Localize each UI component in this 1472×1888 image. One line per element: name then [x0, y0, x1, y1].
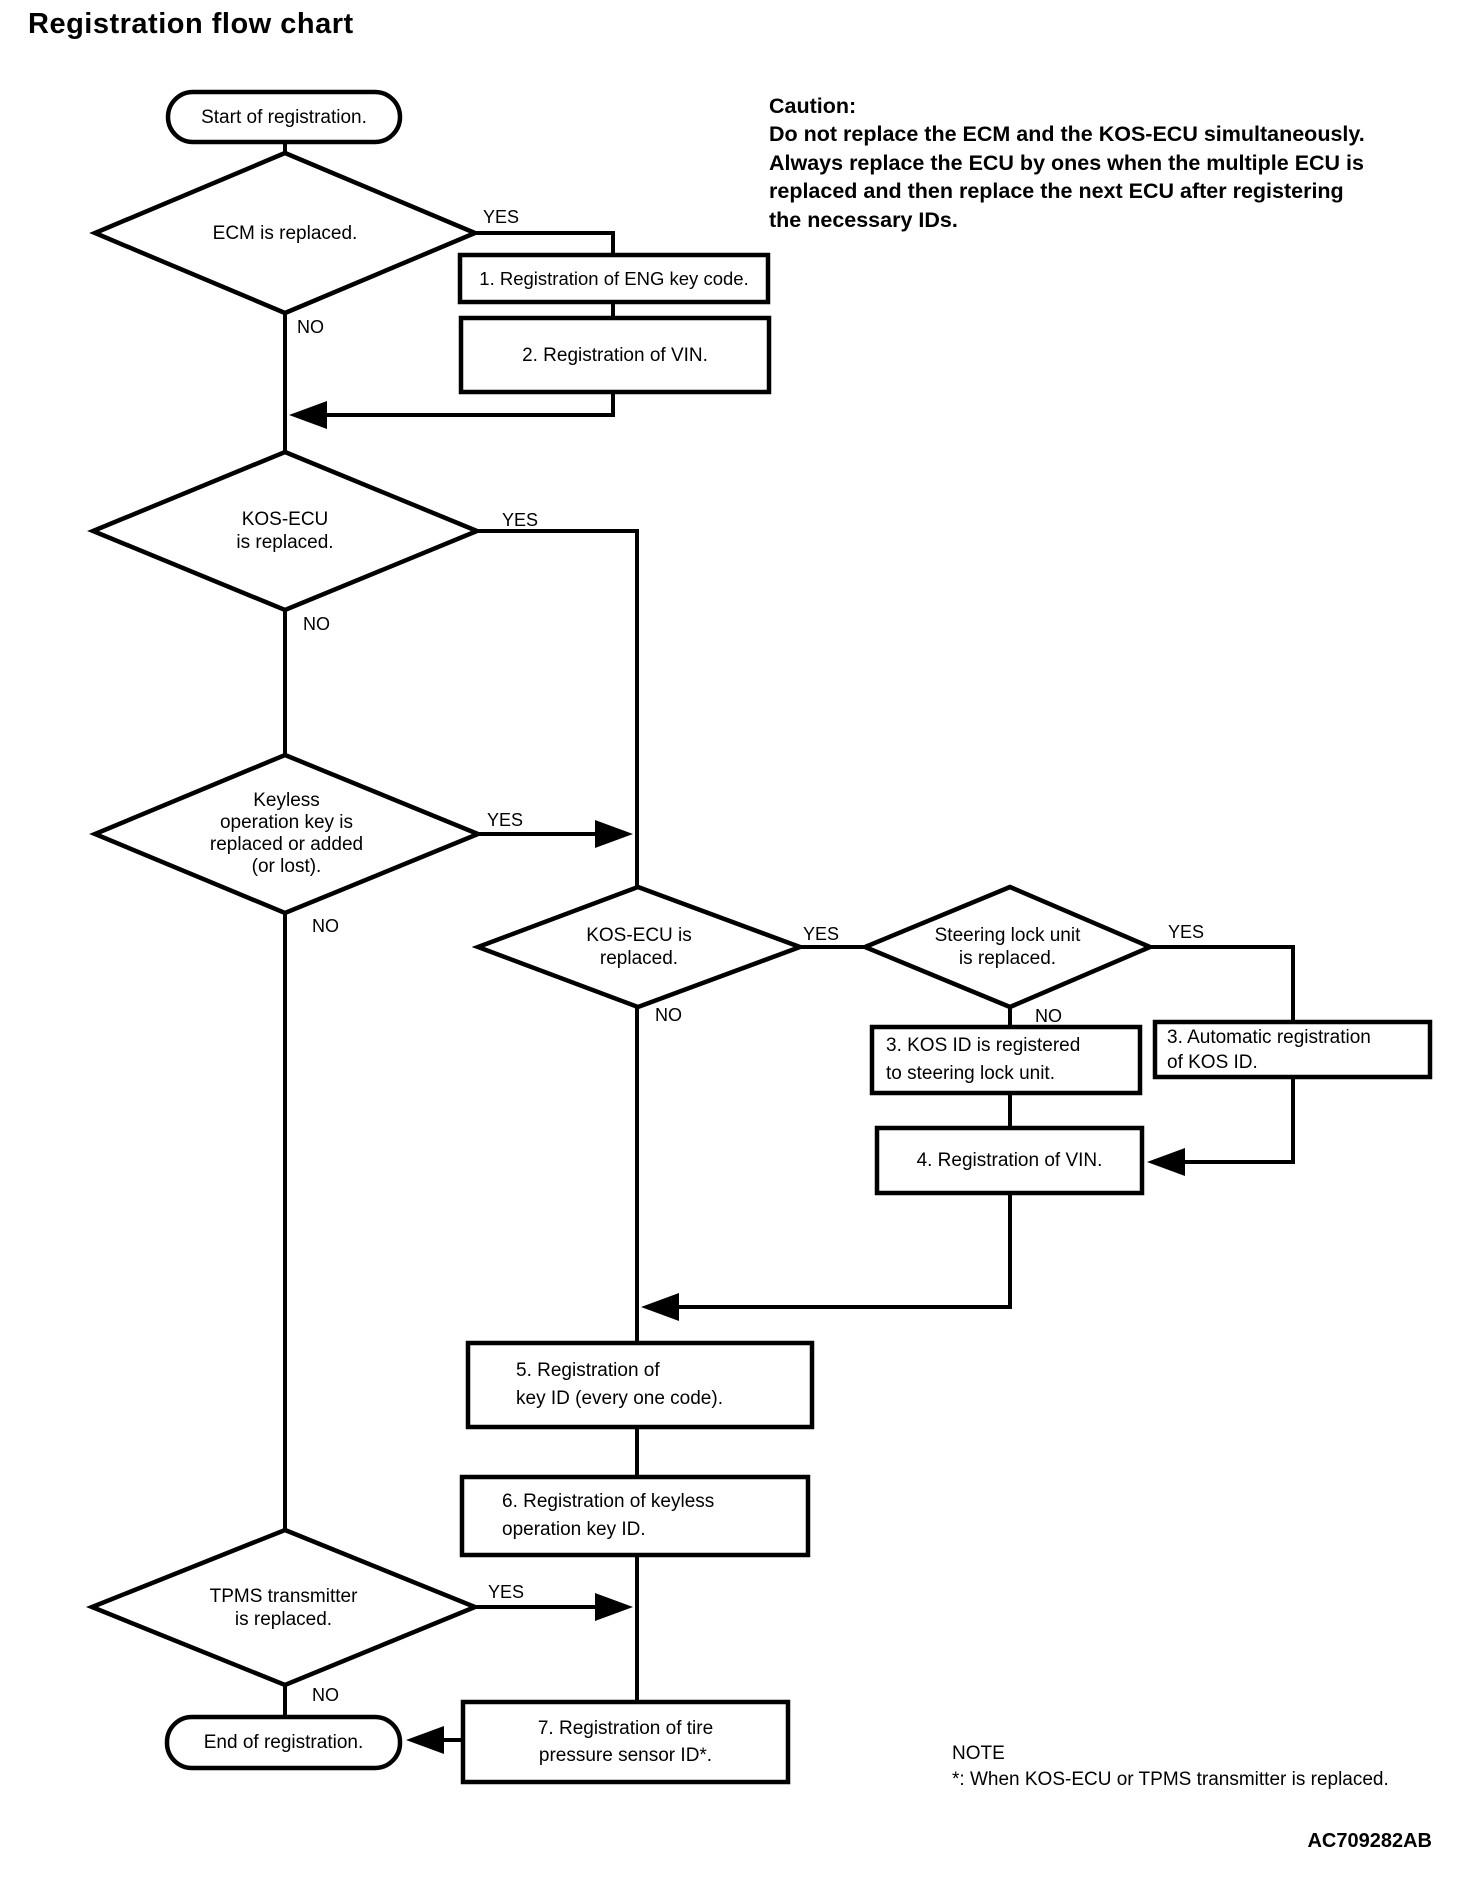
- decision-kos-ecu: KOS-ECU is replaced.: [93, 452, 477, 610]
- caution-line: the necessary IDs.: [769, 207, 958, 232]
- process-step-3-yes: 3. Automatic registration of KOS ID.: [1155, 1022, 1430, 1077]
- decision-label: is replaced.: [234, 1608, 333, 1630]
- start-terminal: Start of registration.: [168, 92, 400, 142]
- branch-label-yes: YES: [1168, 922, 1205, 942]
- decision-keyless-key: Keyless operation key is replaced or add…: [95, 755, 478, 913]
- process-step-1: 1. Registration of ENG key code.: [460, 255, 768, 302]
- connector-step2-merge: [322, 392, 615, 417]
- process-step-4: 4. Registration of VIN.: [877, 1128, 1142, 1193]
- end-terminal-shape: [164, 1714, 403, 1771]
- process-label: 6. Registration of keyless: [502, 1491, 715, 1512]
- arrowhead-left-icon: [1147, 1148, 1185, 1176]
- process-label: 3. Automatic registration: [1167, 1026, 1371, 1048]
- process-label: key ID (every one code).: [516, 1388, 723, 1409]
- process-step5-shape: [465, 1340, 815, 1430]
- arrowhead-right-icon: [595, 1593, 633, 1621]
- decision-tpms-shape: [85, 1527, 481, 1688]
- caution-block: Caution: Do not replace the ECM and the …: [769, 92, 1469, 234]
- process-label: 7. Registration of tire: [537, 1718, 714, 1739]
- decision-steering-shape: [859, 884, 1156, 1010]
- process-step1-shape: [457, 252, 771, 305]
- node-shapes: [85, 89, 1433, 1785]
- branch-label-yes: YES: [483, 207, 520, 227]
- decision-label: replaced or added: [209, 834, 364, 855]
- process-step-2: 2. Registration of VIN.: [461, 318, 769, 392]
- decision-steering-lock: Steering lock unit is replaced.: [865, 887, 1150, 1007]
- process-label: 2. Registration of VIN.: [522, 344, 708, 366]
- process-step-5: 5. Registration of key ID (every one cod…: [468, 1343, 812, 1427]
- process-step4-shape: [874, 1125, 1145, 1196]
- branch-label-no: NO: [312, 1685, 339, 1705]
- decision-label: replaced.: [599, 948, 679, 969]
- branch-label-no: NO: [655, 1005, 682, 1025]
- arrowhead-left-icon: [289, 401, 327, 429]
- note-block: NOTE *: When KOS-ECU or TPMS transmitter…: [952, 1741, 1389, 1793]
- start-terminal-shape: [165, 89, 403, 145]
- process-label: 5. Registration of: [516, 1360, 660, 1381]
- process-step-7: 7. Registration of tire pressure sensor …: [463, 1702, 788, 1782]
- arrowhead-left-icon: [406, 1726, 444, 1754]
- decision-label: Keyless: [253, 790, 320, 811]
- decision-label: Steering lock unit: [934, 925, 1081, 946]
- connector-step4-merge: [678, 1193, 1012, 1309]
- caution-line: replaced and then replace the next ECU a…: [769, 179, 1344, 204]
- decision-tpms: TPMS transmitter is replaced.: [92, 1530, 475, 1685]
- connector-kos-yes: [477, 529, 639, 887]
- process-label: operation key ID.: [502, 1519, 646, 1540]
- page-title: Registration flow chart: [28, 8, 354, 40]
- caution-heading: Caution:: [769, 94, 857, 118]
- process-label: 1. Registration of ENG key code.: [479, 268, 749, 289]
- decision-label: ECM is replaced.: [212, 222, 358, 244]
- decision-label: KOS-ECU is: [586, 925, 692, 946]
- decision-label: operation key is: [219, 812, 354, 833]
- decision-label: is replaced.: [958, 948, 1057, 969]
- process-step2-shape: [458, 315, 772, 395]
- decision-kos2-shape: [471, 884, 807, 1010]
- decision-ecm: ECM is replaced.: [95, 153, 475, 313]
- branch-label-yes: YES: [488, 1582, 525, 1602]
- process-step6-shape: [459, 1474, 811, 1558]
- caution-line: Do not replace the ECM and the KOS-ECU s…: [769, 122, 1365, 147]
- decision-label: TPMS transmitter: [209, 1585, 358, 1607]
- process-step-3-no: 3. KOS ID is registered to steering lock…: [872, 1027, 1140, 1093]
- arrowhead-right-icon: [595, 820, 633, 848]
- arrowhead-left-icon: [641, 1293, 679, 1321]
- decision-ecm-shape: [89, 150, 481, 316]
- arrowheads: [289, 401, 1185, 1754]
- process-label: pressure sensor ID*.: [538, 1745, 713, 1766]
- decision-kos-ecu-2: KOS-ECU is replaced.: [478, 887, 800, 1007]
- process-step7-shape: [460, 1699, 791, 1785]
- decision-label: is replaced.: [236, 532, 334, 553]
- branch-label-yes: YES: [502, 510, 539, 530]
- decision-kos-shape: [87, 449, 483, 613]
- note-line: *: When KOS-ECU or TPMS transmitter is r…: [952, 1769, 1389, 1790]
- branch-label-no: NO: [1035, 1006, 1062, 1026]
- process-step-6: 6. Registration of keyless operation key…: [462, 1477, 808, 1555]
- process-label: of KOS ID.: [1167, 1051, 1258, 1073]
- end-terminal: End of registration.: [167, 1717, 400, 1768]
- connector-ecm-yes: [475, 231, 615, 255]
- end-terminal-label: End of registration.: [203, 1732, 364, 1753]
- branch-label-no: NO: [297, 317, 324, 337]
- decision-label: KOS-ECU: [241, 509, 329, 530]
- branch-label-no: NO: [312, 916, 339, 936]
- process-label: to steering lock unit.: [886, 1063, 1055, 1084]
- caution-line: Always replace the ECU by ones when the …: [769, 150, 1364, 175]
- decision-label: (or lost).: [251, 856, 322, 877]
- start-terminal-label: Start of registration.: [201, 106, 367, 128]
- note-heading: NOTE: [952, 1743, 1005, 1764]
- process-label: 4. Registration of VIN.: [916, 1150, 1103, 1171]
- process-label: 3. KOS ID is registered: [886, 1035, 1081, 1056]
- process-step3yes-shape: [1152, 1019, 1433, 1080]
- process-step3no-shape: [869, 1024, 1143, 1096]
- branch-label-yes: YES: [487, 810, 524, 830]
- branch-label-no: NO: [303, 614, 330, 634]
- figure-code: AC709282AB: [1307, 1830, 1432, 1852]
- decision-keyless-shape: [89, 752, 484, 916]
- branch-label-yes: YES: [803, 924, 840, 944]
